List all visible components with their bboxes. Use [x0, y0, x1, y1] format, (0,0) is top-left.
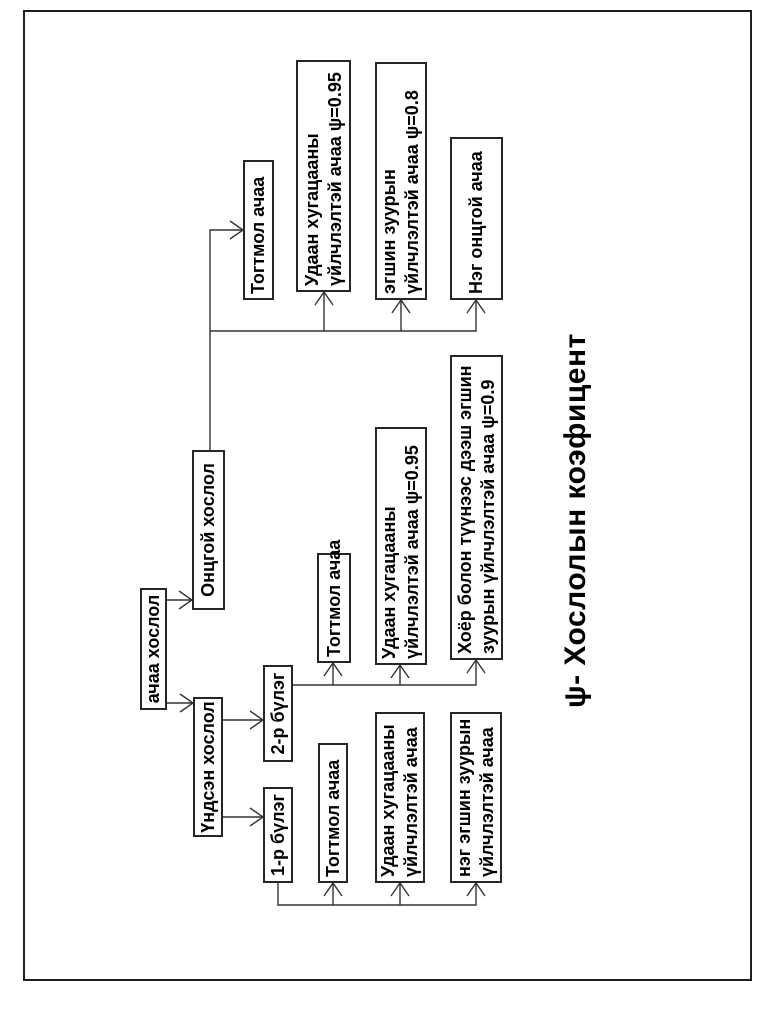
arrowhead-icon	[466, 658, 486, 674]
arrowhead-icon	[390, 663, 410, 679]
node-ontsgoi-khoslol: Онцгой хослол	[192, 450, 225, 610]
connector-line	[277, 883, 477, 906]
node-on-udaan-label: үйлчлэлтэй ачаа ψ=0.95	[324, 72, 345, 286]
node-on-egshin-label: үйлчлэлтэй ачаа ψ=0.8	[402, 90, 422, 294]
node-achaa-khoslol: ачаа хослол	[140, 588, 167, 710]
node-g2-udaan-label: үйлчлэлтэй ачаа ψ=0.95	[402, 445, 422, 659]
node-g1-egshin-label: үйлчлэлтэй ачаа	[477, 727, 497, 877]
node-group-1: 1-р бүлэг	[263, 787, 293, 883]
node-on-egshin-label: эгшин зуурын	[379, 169, 399, 294]
node-g2-khoyor-label: Хоёр болон түүнээс дээш эгшин	[454, 365, 475, 654]
node-g1-togtmol-label: Тогтмол ачаа	[322, 759, 343, 877]
arrowhead-icon	[323, 881, 343, 897]
node-g1-udaan-label: Удаан хугацааны	[378, 724, 398, 877]
node-g1-togtmol: Тогтмол ачаа	[318, 743, 348, 883]
node-on-neg: Нэг онцгой ачаа	[450, 137, 503, 300]
node-on-neg-label: Нэг онцгой ачаа	[466, 151, 486, 294]
node-undsen-khoslol-label: Үндсэн хослол	[197, 701, 218, 833]
node-group-1-label: 1-р бүлэг	[267, 794, 288, 877]
node-ontsgoi-khoslol-label: Онцгой хослол	[198, 463, 218, 597]
node-undsen-khoslol: Үндсэн хослол	[193, 697, 223, 837]
node-g1-udaan-label: үйлчлэлтэй ачаа	[401, 727, 421, 877]
node-group-2-label: 2-р бүлэг	[267, 672, 288, 755]
arrowhead-icon	[466, 298, 486, 314]
arrowhead-icon	[466, 881, 486, 897]
node-achaa-khoslol-label: ачаа хослол	[143, 594, 163, 704]
arrowhead-icon	[323, 661, 343, 677]
node-on-togtmol-label: Тогтмол ачаа	[248, 176, 268, 294]
diagram-caption: ψ- Хослолын коэфицент	[559, 333, 592, 708]
node-on-udaan-label: Удаан хугацааны	[301, 133, 322, 286]
connector-line	[210, 300, 477, 332]
node-g1-egshin-label: нэг эгшин зуурын	[454, 718, 474, 877]
node-g2-khoyor-label: зуурын үйлчлэлтэй ачаа ψ=0.9	[477, 379, 498, 654]
connector-line	[293, 660, 477, 686]
arrowhead-icon	[391, 298, 411, 314]
arrowhead-icon	[390, 881, 410, 897]
node-on-togtmol: Тогтмол ачаа	[243, 160, 274, 300]
node-g2-udaan-label: Удаан хугацааны	[379, 506, 399, 659]
node-group-2: 2-р бүлэг	[263, 665, 293, 762]
connector-line	[209, 229, 243, 450]
node-g2-togtmol-label: Тогтмол ачаа	[323, 539, 344, 657]
node-g2-togtmol: Тогтмол ачаа	[317, 540, 351, 663]
arrowhead-icon	[314, 290, 334, 306]
